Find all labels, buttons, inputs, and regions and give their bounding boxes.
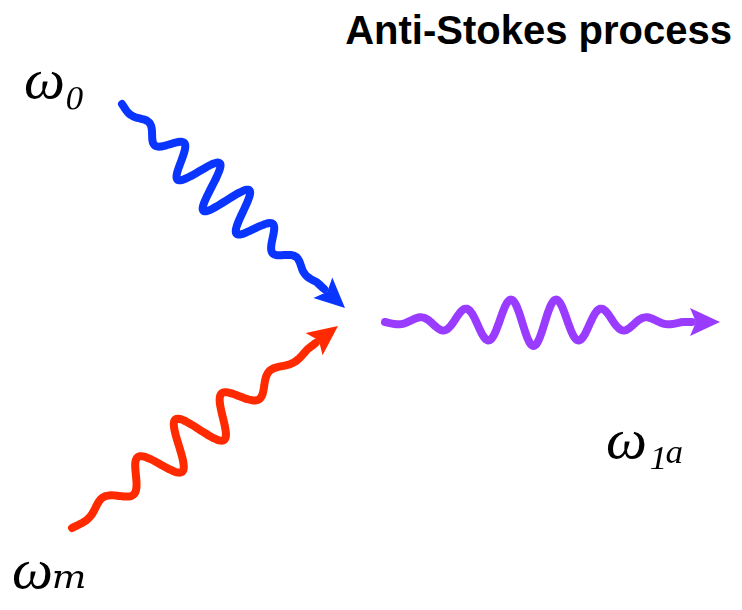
frequency-label: ω₁ₐ — [606, 410, 684, 468]
pump-photon — [122, 104, 324, 289]
diagram-title: Anti-Stokes process — [345, 8, 732, 53]
arrowhead — [690, 308, 720, 336]
frequency-label: ωₘ — [12, 540, 89, 598]
frequency-label: ω₀ — [24, 50, 85, 108]
anti-stokes-photon — [385, 300, 692, 346]
arrowhead — [306, 326, 338, 355]
phonon-wave — [72, 343, 316, 528]
arrowhead — [313, 277, 345, 308]
